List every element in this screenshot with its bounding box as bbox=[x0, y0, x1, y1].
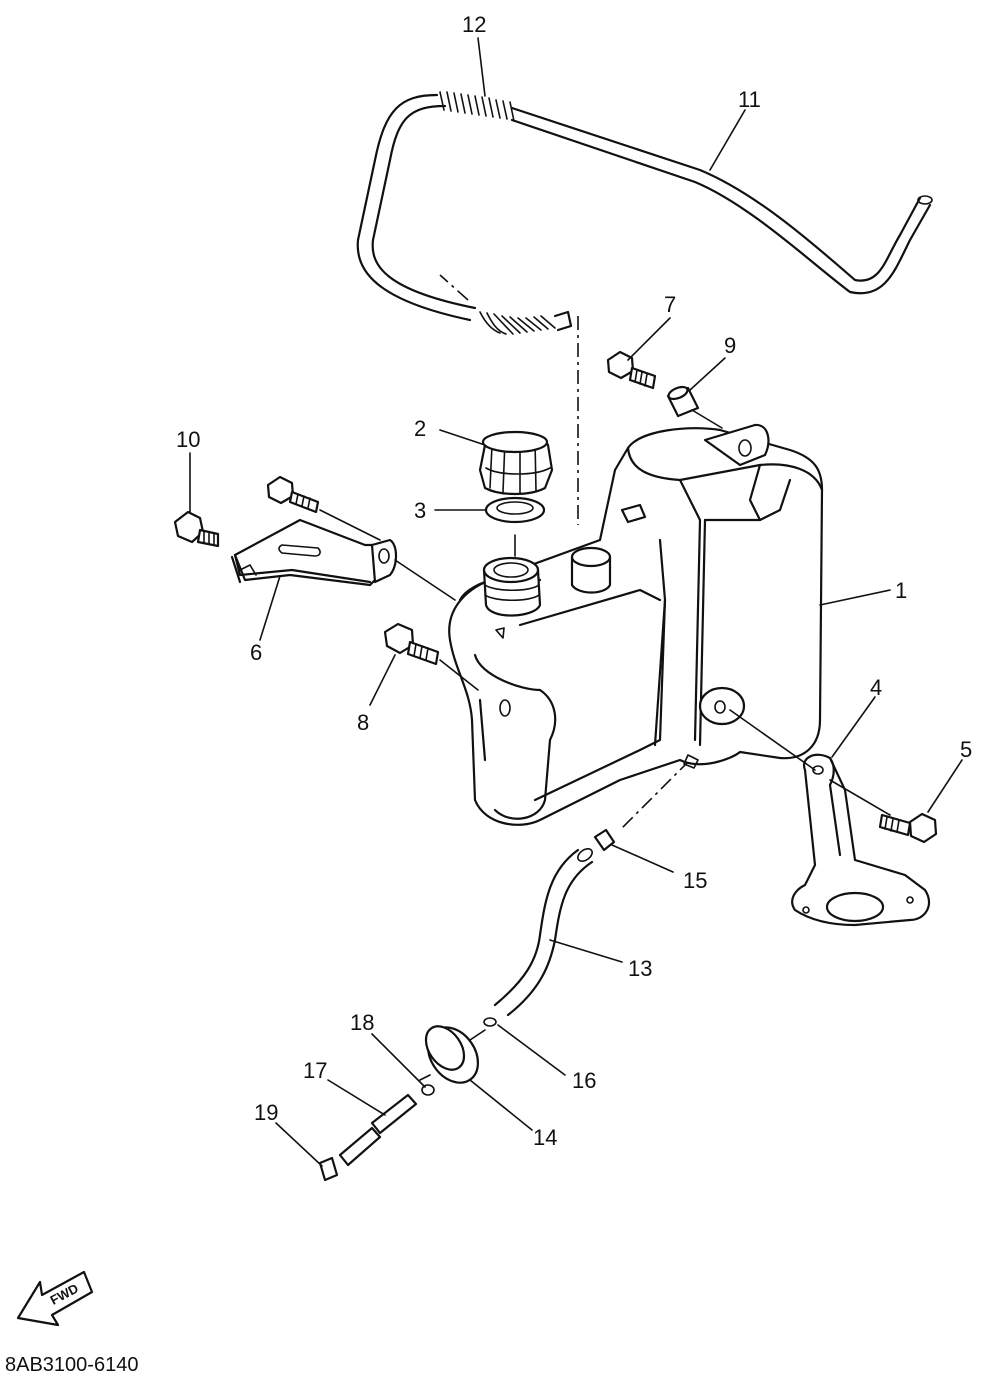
fwd-arrow-icon: FWD bbox=[16, 1270, 94, 1327]
breather-hose bbox=[356, 93, 933, 322]
callout-2: 2 bbox=[414, 416, 426, 441]
clip-18 bbox=[421, 1084, 435, 1096]
fitting-15 bbox=[593, 828, 616, 852]
hose-spring bbox=[439, 91, 573, 335]
callout-3: 3 bbox=[414, 498, 426, 523]
filler-cap bbox=[478, 430, 554, 496]
left-bracket bbox=[230, 518, 398, 587]
bolt-7 bbox=[606, 350, 657, 390]
callout-18: 18 bbox=[350, 1010, 374, 1035]
callout-17: 17 bbox=[303, 1058, 327, 1083]
callout-12: 12 bbox=[462, 12, 486, 37]
collar-9 bbox=[666, 385, 700, 418]
callout-19: 19 bbox=[254, 1100, 278, 1125]
bolt-8 bbox=[383, 622, 440, 666]
callout-16: 16 bbox=[572, 1068, 596, 1093]
callout-1: 1 bbox=[895, 578, 907, 603]
check-valve-14 bbox=[419, 1025, 486, 1084]
cap-seal bbox=[484, 496, 546, 524]
pipe-17 bbox=[338, 1093, 418, 1167]
callout-6: 6 bbox=[250, 640, 262, 665]
leader-lines bbox=[189, 37, 963, 1167]
right-bracket bbox=[791, 753, 931, 927]
clip-16 bbox=[483, 1017, 497, 1027]
callout-9: 9 bbox=[724, 333, 736, 358]
callout-5: 5 bbox=[960, 737, 972, 762]
callout-8: 8 bbox=[357, 710, 369, 735]
callout-13: 13 bbox=[628, 956, 652, 981]
callout-4: 4 bbox=[870, 675, 882, 700]
diagram-code: 8AB3100-6140 bbox=[5, 1354, 138, 1376]
oil-tank bbox=[448, 423, 824, 826]
cap-19 bbox=[318, 1156, 339, 1182]
bolt-10 bbox=[173, 510, 220, 548]
callout-7: 7 bbox=[664, 292, 676, 317]
callout-11: 11 bbox=[738, 87, 761, 112]
callout-15: 15 bbox=[683, 868, 707, 893]
callout-14: 14 bbox=[533, 1125, 557, 1150]
bolt-5 bbox=[878, 812, 938, 844]
hose-13 bbox=[493, 848, 594, 1017]
callout-10: 10 bbox=[176, 427, 200, 452]
bolt-bracket-top bbox=[266, 475, 320, 514]
